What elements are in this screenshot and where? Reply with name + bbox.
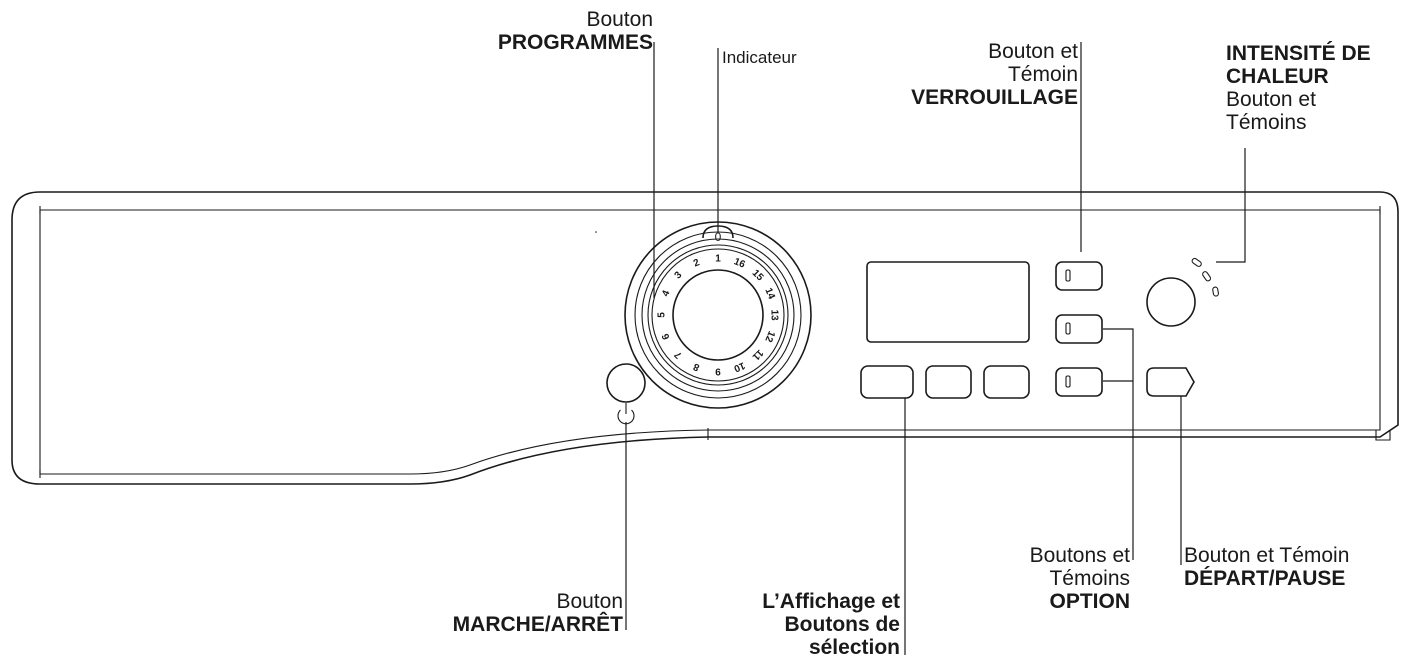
dial-number-7: 7 — [672, 348, 684, 360]
selection-button-2[interactable] — [925, 365, 972, 399]
label-depart-pause: Bouton et Témoin DÉPART/PAUSE — [1184, 544, 1349, 590]
selection-button-1[interactable] — [860, 365, 914, 399]
dial-ring-4 — [647, 244, 789, 386]
option-button-2[interactable] — [1055, 367, 1103, 397]
dial-number-4: 4 — [660, 289, 672, 299]
dial-outer-ring — [624, 221, 812, 409]
dial-number-15: 15 — [750, 268, 766, 284]
dial-number-8: 8 — [692, 360, 702, 372]
dial-number-13: 13 — [768, 309, 779, 321]
dial-number-11: 11 — [750, 347, 766, 363]
dial-number-16: 16 — [732, 256, 747, 271]
power-icon — [617, 403, 635, 425]
lock-button[interactable] — [1055, 261, 1103, 291]
label-affichage: L’Affichage et Boutons de sélection — [762, 590, 900, 659]
dial-number-6: 6 — [660, 331, 672, 341]
label-verrouillage-line1: Bouton et — [988, 40, 1078, 63]
leader-option-1 — [1103, 328, 1134, 560]
label-verrouillage-line3: VERROUILLAGE — [911, 86, 1078, 109]
label-programmes-line1: Bouton — [586, 8, 653, 31]
dial-number-2: 2 — [692, 257, 702, 269]
label-intensite-line2: CHALEUR — [1226, 65, 1329, 88]
label-affichage-line2: Boutons de — [784, 613, 901, 636]
dial-ring-5 — [651, 248, 785, 382]
heat-light-1 — [1191, 257, 1202, 267]
label-affichage-line1: L’Affichage et — [762, 590, 900, 613]
selection-button-3[interactable] — [983, 365, 1030, 399]
dial-number-3: 3 — [673, 269, 685, 281]
label-marche-arret-line1: Bouton — [556, 590, 623, 613]
dial-number-10: 10 — [732, 359, 747, 374]
dial-number-1: 1 — [715, 254, 721, 265]
label-indicateur: Indicateur — [722, 46, 797, 69]
dial-number-14: 14 — [762, 286, 777, 301]
heat-intensity-button[interactable] — [1146, 277, 1196, 327]
heat-light-3 — [1212, 286, 1219, 297]
label-intensite: INTENSITÉ DE CHALEUR Bouton et Témoins — [1226, 42, 1371, 134]
label-marche-arret: Bouton MARCHE/ARRÊT — [453, 590, 623, 636]
option-button-1[interactable] — [1055, 314, 1103, 344]
panel-outline — [11, 191, 1399, 485]
label-intensite-line3: Bouton et — [1226, 88, 1316, 111]
option-indicator-light-2 — [1065, 375, 1071, 388]
label-intensite-line4: Témoins — [1226, 111, 1307, 134]
panel-inner-outline — [39, 209, 1381, 475]
dial-number-12: 12 — [762, 329, 777, 344]
label-intensite-line1: INTENSITÉ DE — [1226, 42, 1371, 65]
leader-intensite — [1216, 148, 1246, 263]
panel-dot — [595, 231, 597, 233]
panel-foot — [1375, 430, 1391, 441]
indicator-mark: 0 — [715, 230, 722, 244]
dial-ring-3 — [641, 238, 795, 392]
label-option: Boutons et Témoins OPTION — [1030, 544, 1130, 613]
label-option-line3: OPTION — [1049, 590, 1130, 613]
label-option-line1: Boutons et — [1029, 544, 1130, 567]
label-depart-pause-line2: DÉPART/PAUSE — [1184, 567, 1346, 590]
power-button[interactable] — [606, 363, 646, 403]
start-pause-button[interactable] — [1146, 367, 1195, 397]
heat-light-2 — [1202, 271, 1212, 282]
dial-knob[interactable] — [672, 269, 764, 361]
label-programmes-line2: PROGRAMMES — [497, 31, 653, 54]
label-option-line2: Témoins — [1049, 567, 1130, 590]
label-verrouillage-line2: Témoin — [1007, 63, 1078, 86]
lock-indicator-light — [1065, 269, 1071, 282]
dial-number-9: 9 — [715, 365, 721, 376]
label-programmes: Bouton PROGRAMMES — [498, 8, 653, 54]
label-affichage-line3: sélection — [808, 636, 900, 659]
dial-number-5: 5 — [657, 312, 668, 318]
option-indicator-light-1 — [1065, 322, 1071, 335]
label-marche-arret-line2: MARCHE/ARRÊT — [452, 613, 623, 636]
label-depart-pause-line1: Bouton et Témoin — [1184, 544, 1350, 567]
label-indicateur-line1: Indicateur — [722, 48, 797, 67]
display-screen — [866, 261, 1030, 343]
label-verrouillage: Bouton et Témoin VERROUILLAGE — [911, 40, 1078, 109]
